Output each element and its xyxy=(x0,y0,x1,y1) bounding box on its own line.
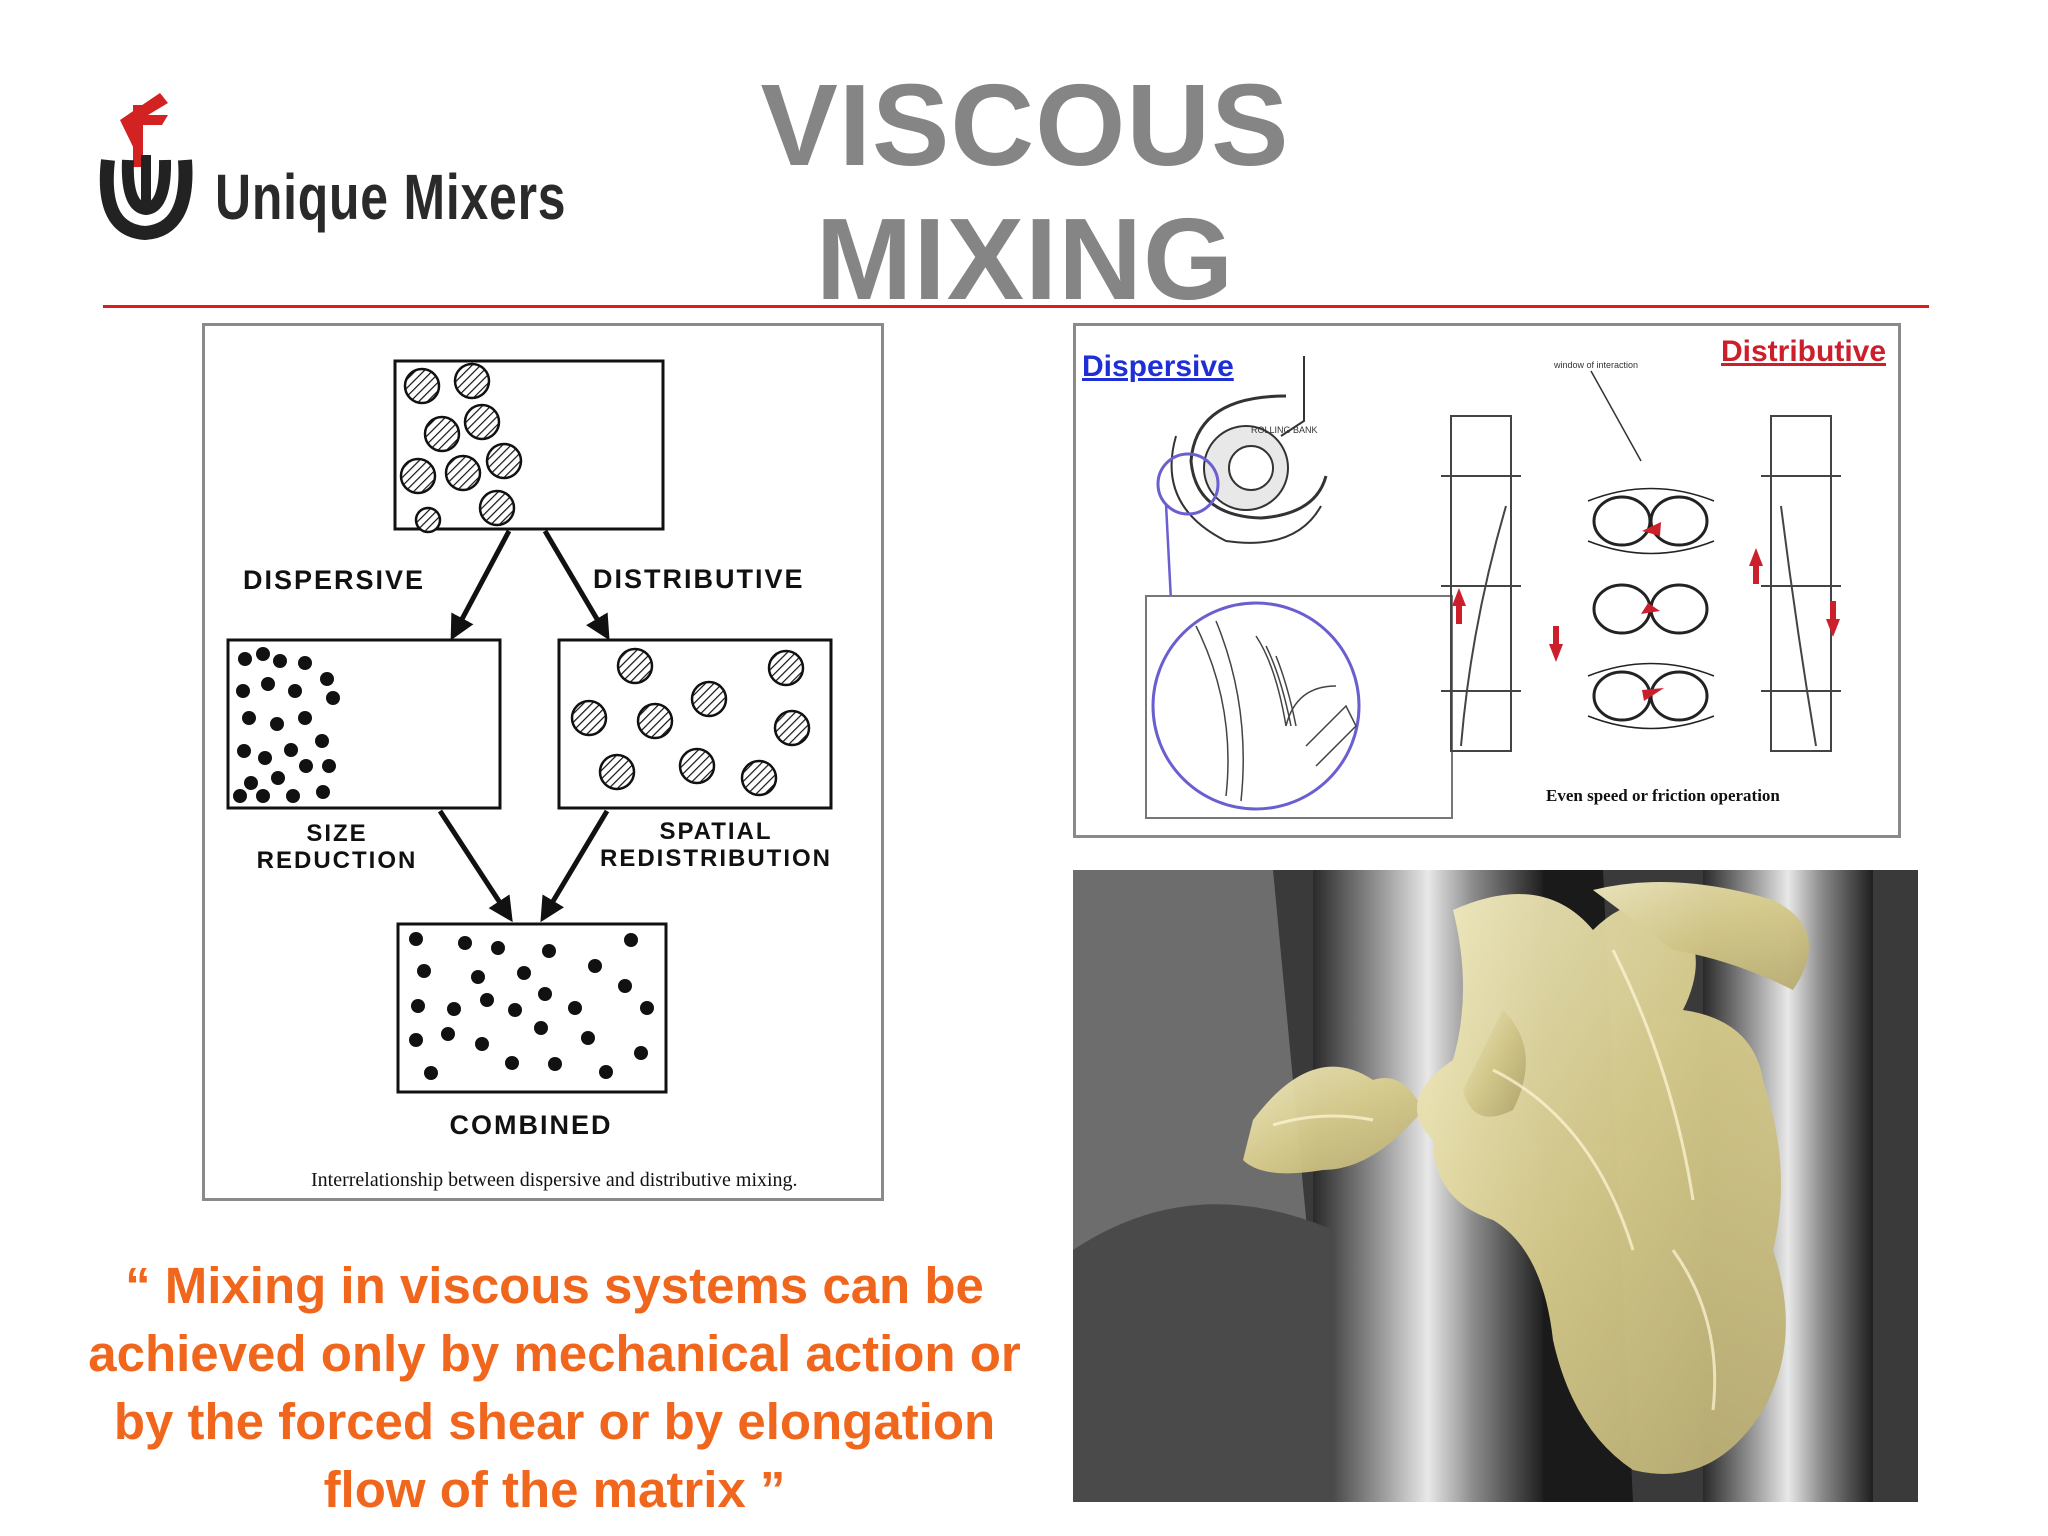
red-flow-arrows xyxy=(1452,548,1840,662)
mixing-quote: “ Mixing in viscous systems can be achie… xyxy=(88,1257,1021,1518)
size-reduction-box xyxy=(226,638,502,810)
distributive-title: Distributive xyxy=(1721,335,1886,368)
hatched-particles-distributed xyxy=(570,647,811,797)
spatial-label-2: REDISTRIBUTION xyxy=(600,845,832,872)
window-of-interaction-label: window of interaction xyxy=(1553,360,1638,370)
dispersive-distributive-diagram: Dispersive Distributive ROLLING BANK win… xyxy=(1073,323,1901,838)
magnify-circle-small xyxy=(1156,452,1220,516)
company-logo: Unique Mixers xyxy=(90,85,610,255)
spatial-label-1: SPATIAL xyxy=(659,818,772,845)
combined-dots xyxy=(409,932,654,1080)
combined-box xyxy=(396,922,668,1094)
logo-text: Unique Mixers xyxy=(215,161,567,233)
page-title: VISCOUS MIXING xyxy=(665,58,1385,326)
size-label-2: REDUCTION xyxy=(257,847,418,874)
small-dots xyxy=(233,647,340,803)
left-screw-drawing xyxy=(1441,415,1521,752)
hatched-particles-top xyxy=(399,362,523,534)
title-line-2: MIXING xyxy=(815,194,1235,324)
title-line-1: VISCOUS xyxy=(760,60,1290,190)
unique-mixers-logo-icon xyxy=(99,93,193,241)
combined-label: COMBINED xyxy=(450,1110,613,1140)
mixer-material-photo xyxy=(1073,870,1918,1502)
roll-nip-drawing xyxy=(1170,356,1328,544)
title-divider xyxy=(103,305,1929,308)
dispersive-title: Dispersive xyxy=(1082,350,1234,383)
dispersive-label: DISPERSIVE xyxy=(243,565,425,595)
right-screw-drawing xyxy=(1761,415,1841,752)
rolling-bank-label: ROLLING BANK xyxy=(1251,425,1318,435)
viscous-material-blob xyxy=(1243,882,1809,1474)
mixing-interrelationship-diagram: DISPERSIVE DISTRIBUTIVE SIZE REDUCTION S… xyxy=(202,323,884,1201)
figure-caption: Interrelationship between dispersive and… xyxy=(311,1169,798,1191)
distributive-caption: Even speed or friction operation xyxy=(1546,786,1780,805)
distributive-label: DISTRIBUTIVE xyxy=(593,564,805,594)
size-label-1: SIZE xyxy=(306,820,367,847)
magnify-circle-large xyxy=(1151,601,1361,811)
